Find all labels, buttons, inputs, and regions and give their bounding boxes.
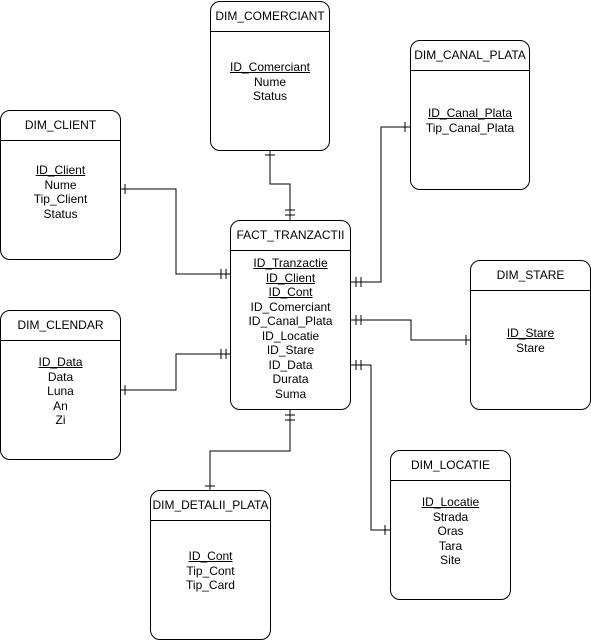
- connector-client-fact: [121, 184, 230, 279]
- attribute: Tip_Client: [33, 192, 88, 206]
- entity-title: DIM_LOCATIE: [391, 451, 510, 481]
- attribute: Data: [47, 369, 74, 384]
- entity-dim-stare[interactable]: DIM_STARE ID_Stare Stare: [470, 260, 591, 410]
- primary-key-attribute: ID_Client: [35, 163, 86, 177]
- attribute: Tip_Cont: [186, 563, 235, 578]
- attribute: Nume: [44, 177, 77, 192]
- connector-stare-fact: [351, 315, 471, 345]
- entity-dim-client[interactable]: DIM_CLIENT ID_Client Nume Tip_Client Sta…: [0, 110, 121, 260]
- entity-title: DIM_CANAL_PLATA: [411, 41, 529, 71]
- attribute: Tip_Card: [186, 578, 235, 592]
- connector-detalii-plata-fact: [205, 410, 295, 491]
- entity-title: DIM_COMERCIANT: [211, 2, 329, 32]
- primary-key-attribute: ID_Locatie: [421, 495, 480, 509]
- attribute: ID_Locatie: [261, 328, 320, 343]
- attribute: Stare: [516, 340, 545, 355]
- connector-locatie-fact: [351, 360, 390, 535]
- primary-key-attribute: ID_Client: [265, 270, 316, 285]
- primary-key-attribute: ID_Canal_Plata: [427, 106, 513, 120]
- attribute: Status: [43, 206, 78, 221]
- entity-dim-detalii-plata[interactable]: DIM_DETALII_PLATA ID_Cont Tip_Cont Tip_C…: [150, 490, 271, 640]
- entity-title: FACT_TRANZACTII: [231, 221, 350, 251]
- attribute: Durata: [272, 372, 309, 386]
- attribute: Strada: [432, 509, 469, 524]
- attribute: Site: [440, 553, 461, 567]
- attribute: Suma: [274, 386, 307, 401]
- attribute: An: [53, 398, 68, 413]
- entity-title: DIM_CLIENT: [1, 111, 120, 141]
- primary-key-attribute: ID_Stare: [506, 326, 555, 340]
- primary-key-attribute: ID_Data: [38, 355, 83, 369]
- entity-dim-locatie[interactable]: DIM_LOCATIE ID_Locatie Strada Oras Tara …: [390, 450, 511, 600]
- attribute: Luna: [47, 384, 74, 398]
- attribute: ID_Canal_Plata: [248, 314, 333, 328]
- connector-canal-plata-fact: [351, 122, 411, 287]
- entity-title: DIM_DETALII_PLATA: [151, 491, 270, 521]
- entity-dim-canal-plata[interactable]: DIM_CANAL_PLATA ID_Canal_Plata Tip_Canal…: [410, 40, 530, 190]
- attribute: Nume: [253, 74, 286, 89]
- primary-key-attribute: ID_Cont: [188, 549, 233, 563]
- primary-key-attribute: ID_Comerciant: [229, 60, 311, 74]
- attribute: ID_Comerciant: [250, 299, 331, 314]
- entity-fact-tranzactii[interactable]: FACT_TRANZACTII ID_Tranzactie ID_Client …: [230, 220, 351, 410]
- connector-clendar-fact: [121, 349, 230, 395]
- entity-dim-comerciant[interactable]: DIM_COMERCIANT ID_Comerciant Nume Status: [210, 1, 330, 151]
- entity-title: DIM_STARE: [471, 261, 590, 291]
- entity-dim-clendar[interactable]: DIM_CLENDAR ID_Data Data Luna An Zi: [0, 310, 121, 460]
- primary-key-attribute: ID_Cont: [268, 285, 313, 299]
- entity-title: DIM_CLENDAR: [1, 311, 120, 341]
- attribute: ID_Data: [268, 357, 313, 372]
- attribute: Tip_Canal_Plata: [425, 120, 515, 135]
- attribute: ID_Stare: [266, 343, 315, 357]
- attribute: Tara: [438, 538, 463, 553]
- attribute: Oras: [437, 524, 464, 538]
- attribute: Status: [252, 89, 288, 103]
- primary-key-attribute: ID_Tranzactie: [253, 256, 328, 270]
- attribute: Zi: [55, 413, 66, 427]
- connector-comerciant-fact: [265, 150, 295, 220]
